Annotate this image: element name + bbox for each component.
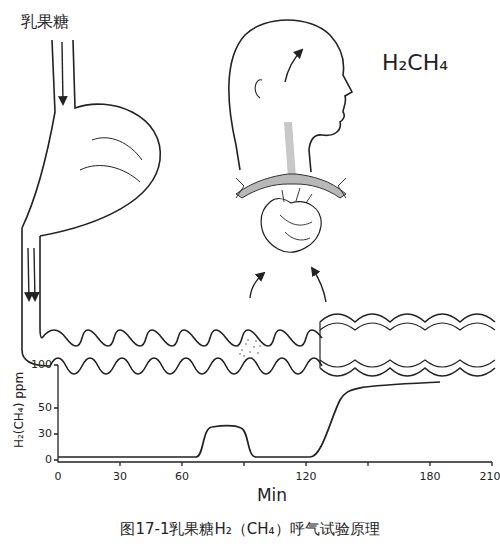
heart-vessels	[280, 188, 312, 240]
y-tick-label: 100	[31, 359, 52, 371]
y-axis-title: H₂(CH₄) ppm	[13, 372, 26, 448]
trachea	[284, 122, 296, 178]
absorption-arrow	[312, 268, 326, 302]
fermentation-stipple	[237, 339, 261, 359]
bronchi	[236, 174, 346, 198]
stomach-fold	[80, 166, 140, 182]
duodenum-wall	[22, 228, 50, 366]
heart-outline	[261, 199, 321, 252]
colon-wall	[320, 323, 495, 330]
stomach-lesser-curvature	[22, 40, 55, 228]
substance-label: 乳果糖	[21, 13, 69, 31]
transit-arrow	[34, 248, 35, 300]
y-tick-label: 50	[38, 402, 52, 414]
x-tick-label: 60	[175, 471, 189, 483]
breath-curve	[58, 382, 440, 457]
x-tick-label: 210	[480, 471, 500, 483]
figure-caption: 图17-1乳果糖H₂（CH₄）呼气试验原理	[120, 521, 379, 538]
x-tick-label: 120	[296, 471, 317, 483]
colon-wall	[320, 314, 495, 322]
x-axis-title: Min	[257, 486, 287, 505]
y-ticks	[54, 365, 58, 460]
colon-wall	[320, 368, 495, 376]
duodenum-wall	[40, 236, 42, 338]
exhalation-arrow	[285, 50, 302, 82]
small-intestine-wall	[50, 358, 322, 374]
x-tick-label: 180	[420, 471, 441, 483]
colon-wall	[320, 360, 495, 367]
x-ticks	[120, 462, 492, 466]
gas-label: H₂CH₄	[382, 51, 448, 75]
chart-axes	[58, 365, 492, 462]
absorption-arrow	[250, 273, 264, 298]
intake-arrow	[62, 42, 63, 104]
stomach-greater-curvature	[40, 40, 160, 236]
x-tick-label: 30	[113, 471, 127, 483]
x-tick-label: 0	[55, 471, 62, 483]
ear-outline	[255, 80, 262, 98]
bronchi-branch	[236, 178, 346, 198]
ileocecal-junction	[319, 322, 320, 368]
small-intestine-wall	[42, 330, 322, 346]
y-tick-label: 0	[45, 454, 52, 466]
transit-arrow	[28, 248, 29, 300]
stomach-fold	[92, 138, 142, 160]
y-tick-label: 30	[38, 428, 52, 440]
